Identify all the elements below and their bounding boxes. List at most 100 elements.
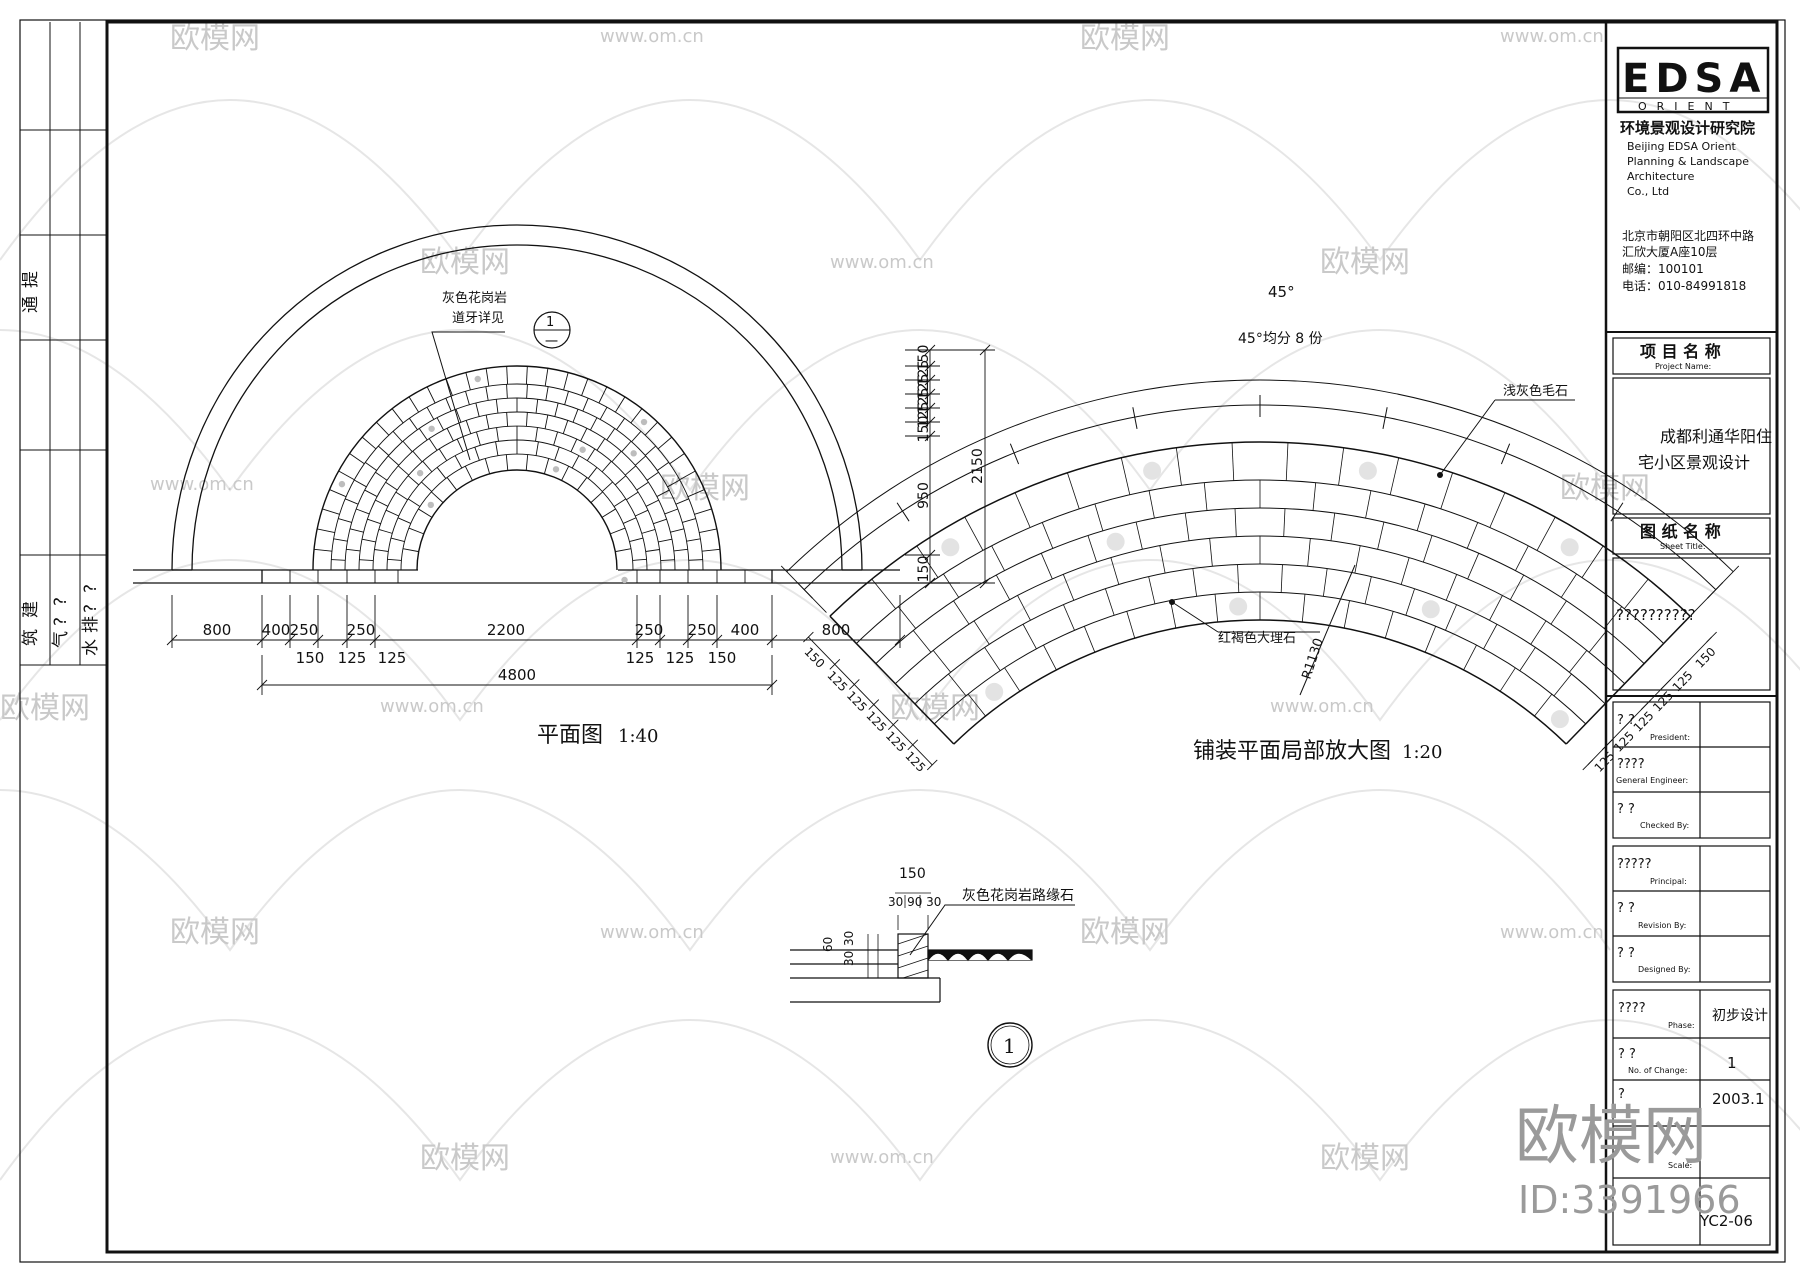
detail-ring (875, 507, 1645, 664)
sig-en: Designed By: (1638, 965, 1691, 974)
paving-joint (563, 372, 569, 391)
side-dim-tick (868, 699, 880, 710)
paving-joint (611, 450, 622, 463)
dim-label: 400 (731, 621, 760, 639)
paving-joint (610, 527, 626, 535)
paving-joint (344, 498, 359, 505)
paving-joint (505, 454, 509, 471)
detail-joint (871, 578, 896, 609)
detail-joint (1463, 644, 1477, 671)
plan-scale: 1:40 (618, 726, 658, 747)
paving-joint (667, 479, 681, 488)
accent-stone (428, 425, 435, 432)
paving-joint (426, 406, 435, 420)
paving-joint (586, 448, 596, 461)
side-dim-tick (1660, 679, 1672, 690)
paving-joint (626, 491, 639, 501)
detail-joint (1553, 673, 1572, 697)
left-strip (20, 22, 107, 666)
section-top-dim: 150 (899, 866, 926, 882)
paving-joint (675, 498, 690, 505)
dim-tick (711, 634, 723, 646)
detail-joint (932, 650, 951, 673)
dim-tick (979, 344, 991, 356)
detail-joint (1017, 595, 1031, 621)
paving-joint (436, 417, 444, 431)
detail-joint (1466, 522, 1479, 549)
overall-dim-label: 4800 (498, 666, 536, 684)
angle-divide-tick (1382, 407, 1388, 429)
paving-joint (571, 455, 580, 469)
detail-joint (1515, 545, 1529, 571)
side-dim-label: 125 (844, 688, 870, 714)
paving-joint (506, 384, 508, 399)
paving-joint (454, 455, 463, 469)
paving-joint (543, 458, 550, 474)
detail-joint (1588, 630, 1608, 653)
dim-tick (312, 634, 324, 646)
detail-joint (1041, 522, 1054, 549)
paving-joint (353, 479, 367, 488)
dim-label: 150 (708, 649, 737, 667)
paving-joint (679, 470, 696, 481)
en-name-1: Beijing EDSA Orient (1627, 140, 1737, 153)
paving-joint (526, 384, 528, 399)
detail-joint (1489, 492, 1506, 528)
detail-joint (1087, 535, 1098, 563)
paving-joint (562, 420, 569, 434)
paving-joint (475, 431, 481, 446)
detail-joint (943, 573, 960, 598)
paving-joint (385, 509, 399, 517)
detail-labels: 45° 45°均分 8 份 浅灰色毛石 红褐色大理石 R1130 铺装平面局部放… (1169, 283, 1575, 764)
strip-char: 建 (21, 601, 41, 618)
detail-accent-stone (1358, 461, 1377, 480)
watermark-site: www.om.cn (380, 696, 484, 717)
detail-joint (991, 545, 1005, 571)
paving-joint (409, 418, 418, 430)
paving-joint (623, 517, 637, 524)
paving-joint (614, 475, 627, 486)
paving-joint (438, 448, 448, 461)
paving-joint (496, 427, 499, 442)
paving-joint (391, 408, 404, 424)
paving-joint (631, 431, 642, 443)
dim-tick (166, 634, 178, 646)
detail-joint (1384, 611, 1394, 639)
paving-joint (632, 558, 647, 561)
detail-joint (1094, 503, 1104, 531)
en-name-4: Co., Ltd (1627, 185, 1669, 198)
detail-joint (1550, 600, 1567, 625)
detail-joint (1322, 568, 1328, 597)
sig-en: Checked By: (1640, 821, 1689, 830)
detail-joint (916, 545, 939, 578)
detail-joint (1063, 604, 1075, 631)
date-value: 2003.1 (1712, 1090, 1765, 1108)
paving-joint (378, 445, 390, 456)
side-dim-tick (1621, 719, 1633, 731)
paving-joint (587, 467, 598, 479)
detail-joint (1083, 626, 1096, 653)
paving-joint (673, 548, 688, 552)
label-red-marble: 红褐色大理石 (1218, 630, 1296, 646)
watermark-brand: 欧模网 (1320, 1141, 1410, 1176)
dim-label: 150 (296, 649, 325, 667)
strip-char: ? (81, 604, 101, 613)
dim-label: 400 (262, 621, 291, 639)
paving-joint (590, 491, 604, 503)
strip-char: ? (51, 617, 71, 626)
paving-joint (446, 428, 454, 442)
paving-joint (601, 460, 612, 473)
paving-joint (426, 386, 436, 404)
detail-joint (1445, 604, 1457, 631)
dim-label: 800 (203, 621, 232, 639)
strip-char: ? (51, 597, 71, 606)
detail-joint (912, 630, 932, 653)
paving-joint (484, 458, 491, 474)
paving-joint (317, 528, 335, 533)
side-dim-label: 125 (824, 668, 850, 694)
detail-joint (1445, 574, 1458, 601)
paving-joint (581, 378, 589, 396)
detail-joint (1560, 573, 1577, 598)
detail-joint (1062, 574, 1075, 601)
